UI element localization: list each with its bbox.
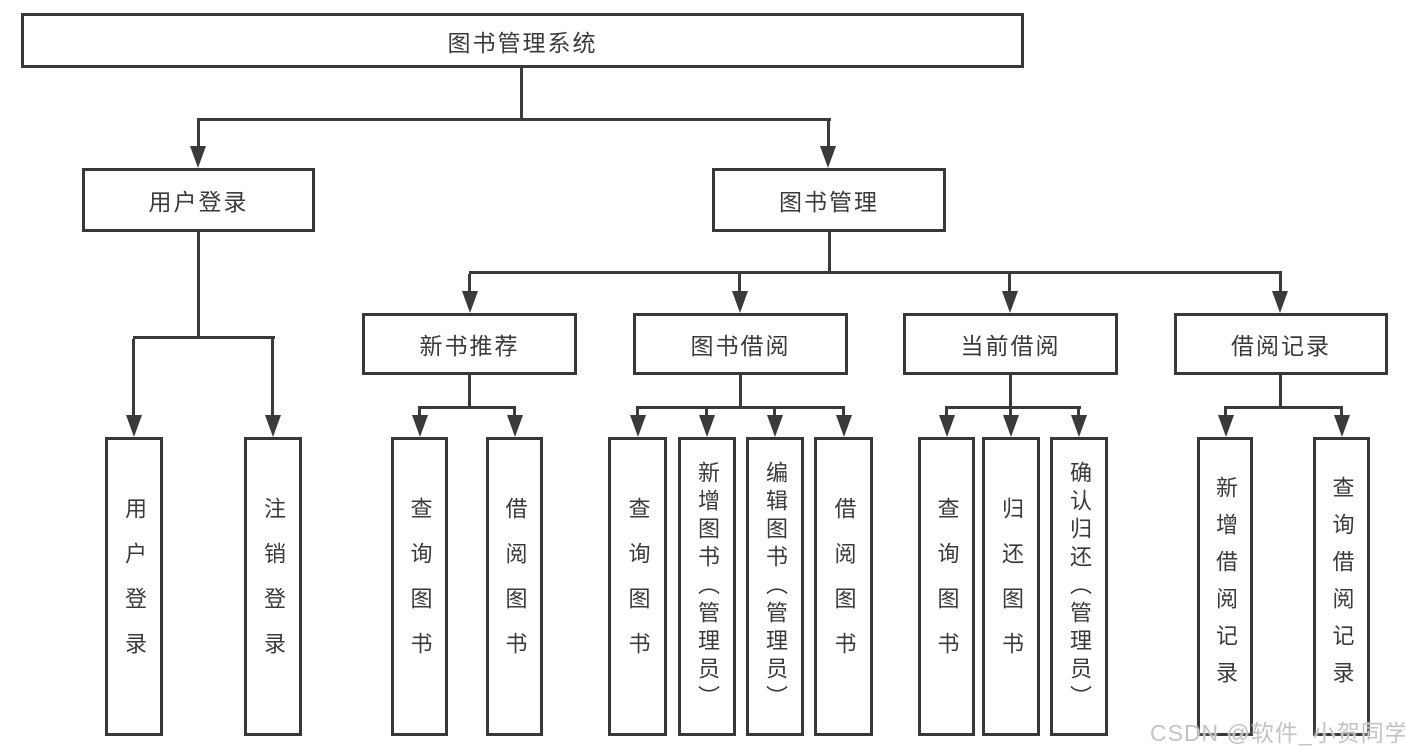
- leaf-borrow-books-recommend: 借阅图书: [486, 437, 543, 736]
- connector-line: [271, 339, 274, 415]
- node-new-book-recommend: 新书推荐: [362, 313, 577, 375]
- connector-line: [1224, 406, 1343, 409]
- connector-line: [1340, 409, 1343, 417]
- connector-arrowhead-icon: [412, 415, 428, 437]
- connector-arrowhead-icon: [190, 146, 206, 168]
- connector-line: [513, 409, 516, 417]
- node-borrowing-records: 借阅记录: [1174, 313, 1388, 375]
- node-current-borrowing: 当前借阅: [903, 313, 1118, 375]
- connector-line: [738, 274, 741, 292]
- connector-line: [418, 409, 421, 417]
- connector-line: [132, 339, 135, 415]
- connector-line: [197, 121, 200, 147]
- connector-line: [468, 375, 471, 406]
- connector-line: [636, 406, 845, 409]
- connector-arrowhead-icon: [767, 415, 783, 437]
- leaf-edit-books-admin: 编辑图书（管理员）: [746, 437, 804, 736]
- connector-line: [828, 232, 831, 271]
- connector-arrowhead-icon: [126, 415, 142, 437]
- connector-arrowhead-icon: [939, 415, 955, 437]
- node-book-management: 图书管理: [712, 168, 946, 232]
- connector-arrowhead-icon: [820, 146, 836, 168]
- connector-arrowhead-icon: [1071, 415, 1087, 437]
- connector-line: [773, 409, 776, 417]
- connector-arrowhead-icon: [1334, 415, 1350, 437]
- connector-line: [705, 409, 708, 417]
- leaf-add-books-admin: 新增图书（管理员）: [678, 437, 736, 736]
- connector-line: [469, 271, 1282, 274]
- connector-arrowhead-icon: [462, 291, 478, 313]
- node-user-login: 用户登录: [82, 168, 315, 232]
- connector-line: [636, 409, 639, 417]
- connector-line: [739, 375, 742, 406]
- connector-line: [1008, 274, 1011, 292]
- connector-line: [1009, 375, 1012, 406]
- leaf-add-borrow-record: 新增借阅记录: [1197, 437, 1253, 736]
- leaf-query-books-borrowing: 查询图书: [608, 437, 667, 736]
- leaf-borrow-books-borrowing: 借阅图书: [814, 437, 873, 736]
- leaf-logout: 注销登录: [244, 437, 302, 736]
- connector-arrowhead-icon: [1218, 415, 1234, 437]
- connector-arrowhead-icon: [630, 415, 646, 437]
- leaf-user-login: 用户登录: [105, 437, 163, 736]
- connector-arrowhead-icon: [836, 415, 852, 437]
- node-book-management-system: 图书管理系统: [21, 13, 1024, 68]
- connector-line: [520, 66, 523, 118]
- leaf-confirm-return-admin: 确认归还（管理员）: [1050, 437, 1108, 736]
- connector-arrowhead-icon: [1272, 291, 1288, 313]
- connector-arrowhead-icon: [1002, 291, 1018, 313]
- csdn-watermark: CSDN @软件_小贺同学: [1150, 720, 1405, 746]
- connector-arrowhead-icon: [699, 415, 715, 437]
- connector-line: [197, 118, 831, 121]
- node-book-borrowing: 图书借阅: [633, 313, 848, 375]
- connector-line: [197, 232, 200, 336]
- connector-line: [133, 336, 275, 339]
- connector-arrowhead-icon: [1003, 415, 1019, 437]
- leaf-query-borrow-record: 查询借阅记录: [1313, 437, 1370, 736]
- connector-line: [468, 274, 471, 292]
- connector-line: [1279, 375, 1282, 406]
- connector-line: [827, 121, 830, 147]
- connector-line: [1279, 274, 1282, 292]
- connector-line: [945, 406, 1081, 409]
- leaf-query-books-current: 查询图书: [918, 437, 975, 736]
- connector-arrowhead-icon: [507, 415, 523, 437]
- connector-arrowhead-icon: [265, 415, 281, 437]
- leaf-return-books: 归还图书: [982, 437, 1040, 736]
- connector-line: [945, 409, 948, 417]
- connector-line: [418, 406, 516, 409]
- leaf-query-books-recommend: 查询图书: [391, 437, 448, 736]
- connector-line: [1224, 409, 1227, 417]
- connector-line: [842, 409, 845, 417]
- connector-line: [1009, 409, 1012, 417]
- connector-line: [1077, 409, 1080, 417]
- connector-arrowhead-icon: [732, 291, 748, 313]
